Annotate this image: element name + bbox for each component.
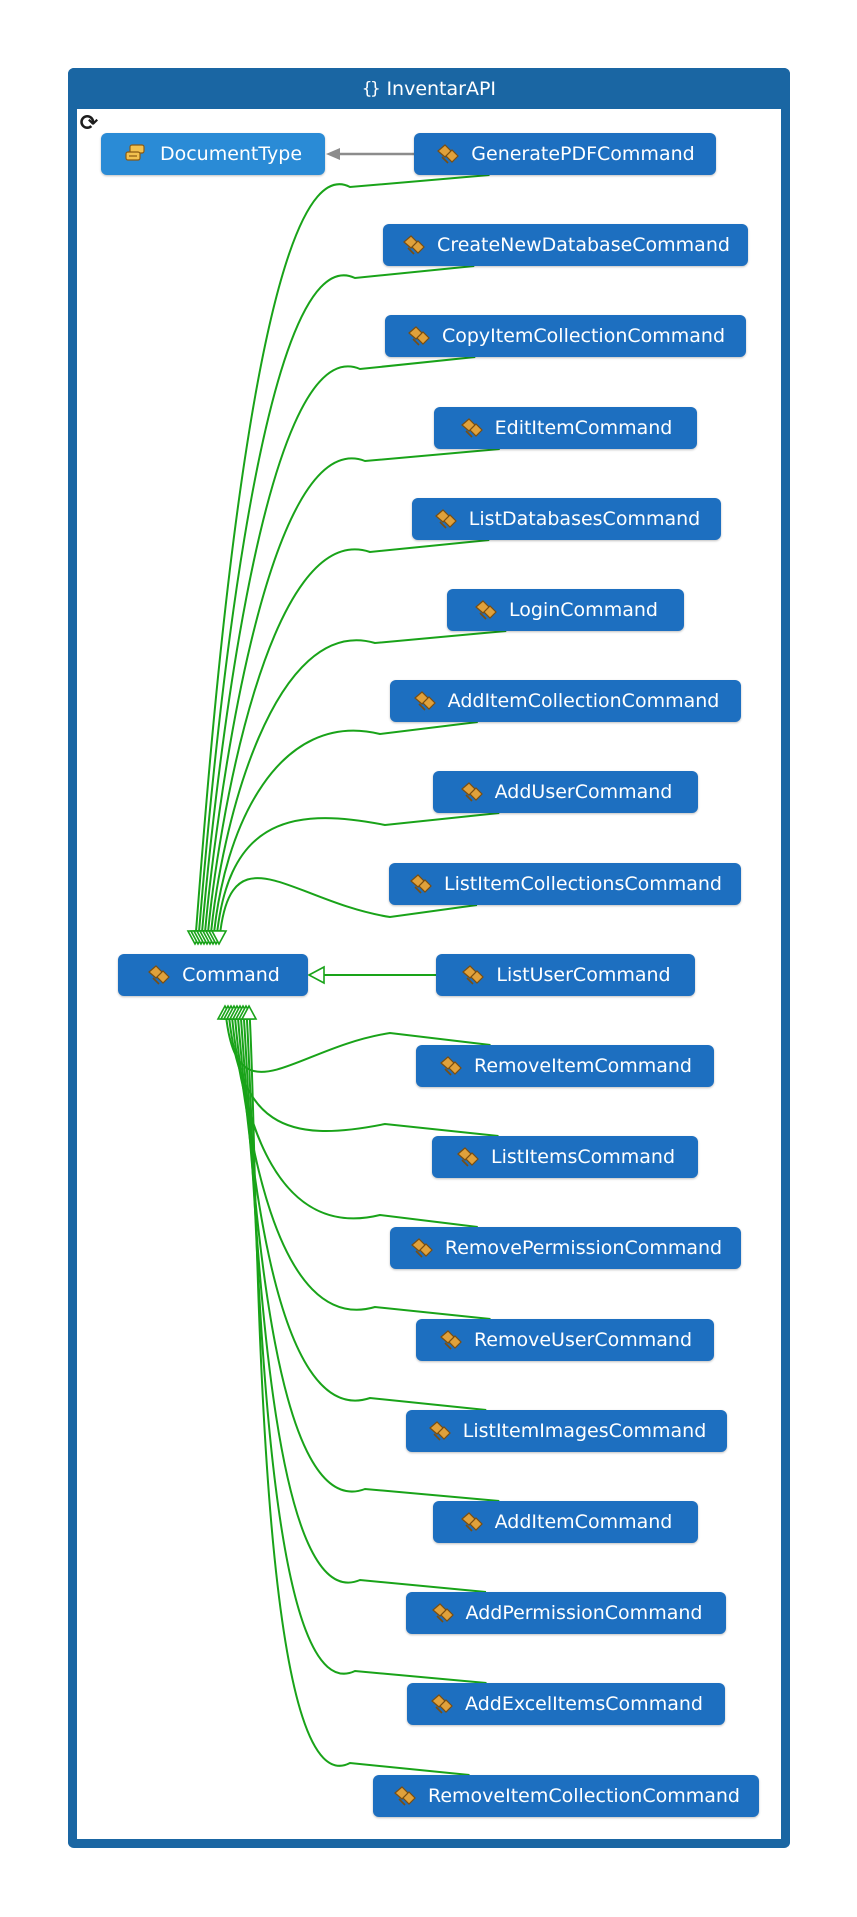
enum-icon — [125, 144, 145, 161]
inheritance-edge — [194, 174, 490, 945]
class-node-command-item[interactable]: ListDatabasesCommand — [412, 498, 721, 540]
class-node-label: RemoveUserCommand — [473, 1329, 693, 1351]
class-icon — [460, 418, 483, 438]
inheritance-edge — [209, 630, 507, 945]
class-node-label: CopyItemCollectionCommand — [441, 325, 726, 347]
inheritance-edge — [245, 1005, 487, 1684]
class-node-label: ListItemImagesCommand — [462, 1420, 707, 1442]
class-node-label: AddPermissionCommand — [465, 1602, 703, 1624]
class-node-command-item[interactable]: CreateNewDatabaseCommand — [383, 224, 748, 266]
class-node-label: EditItemCommand — [494, 417, 673, 439]
class-node-command-item[interactable]: AddUserCommand — [433, 771, 698, 813]
inheritance-edge — [230, 1005, 478, 1228]
namespace-title: InventarAPI — [386, 77, 497, 100]
class-node-command-item[interactable]: ListItemsCommand — [432, 1136, 698, 1178]
inheritance-edge — [203, 448, 500, 945]
class-icon — [428, 1421, 451, 1441]
inheritance-edge — [212, 721, 478, 945]
class-icon — [434, 509, 457, 529]
class-icon — [413, 691, 436, 711]
inheritance-edge — [215, 812, 500, 945]
class-node-label: ListItemsCommand — [490, 1146, 676, 1168]
inheritance-edge — [242, 1005, 487, 1593]
class-icon — [440, 1330, 462, 1350]
enum-node-documenttype[interactable]: DocumentType — [101, 133, 325, 175]
inheritance-arrowhead — [307, 965, 325, 985]
class-icon — [148, 965, 171, 985]
inheritance-edge — [206, 539, 490, 945]
class-node-label: AddItemCommand — [494, 1511, 673, 1533]
inheritance-edge — [200, 356, 476, 945]
class-icon — [410, 1238, 433, 1258]
class-node-label: ListItemCollectionsCommand — [444, 873, 722, 895]
class-node-command[interactable]: Command — [118, 954, 308, 996]
class-node-command-item[interactable]: RemoveItemCommand — [416, 1045, 714, 1087]
class-icon — [410, 874, 432, 894]
namespace-icon: {} — [361, 78, 381, 99]
class-node-command-item[interactable]: RemovePermissionCommand — [390, 1227, 741, 1269]
class-node-label: Command — [182, 964, 280, 986]
class-node-command-item[interactable]: LoginCommand — [447, 589, 684, 631]
inheritance-arrowhead — [210, 930, 228, 946]
class-node-label: GeneratePDFCommand — [471, 143, 695, 165]
class-icon — [431, 1694, 453, 1714]
class-node-command-item[interactable]: AddPermissionCommand — [406, 1592, 726, 1634]
class-node-label: LoginCommand — [509, 599, 658, 621]
class-node-command-item[interactable]: GeneratePDFCommand — [414, 133, 716, 175]
class-node-command-item[interactable]: EditItemCommand — [434, 407, 697, 449]
refresh-icon[interactable]: ⟳ — [79, 110, 99, 136]
class-icon — [460, 782, 483, 802]
inheritance-edge — [197, 265, 475, 945]
class-node-label: ListDatabasesCommand — [468, 508, 701, 530]
class-icon — [475, 600, 497, 620]
class-node-label: AddItemCollectionCommand — [447, 690, 720, 712]
class-icon — [437, 144, 460, 164]
class-node-command-item[interactable]: ListItemCollectionsCommand — [389, 863, 741, 905]
inheritance-edge — [218, 877, 478, 945]
class-node-label: AddUserCommand — [494, 781, 673, 803]
class-icon — [403, 235, 425, 255]
class-icon — [457, 1147, 479, 1167]
class-icon — [462, 965, 485, 985]
class-node-command-item[interactable]: ListUserCommand — [436, 954, 695, 996]
class-node-command-item[interactable]: RemoveUserCommand — [416, 1319, 714, 1361]
inheritance-edge — [239, 1005, 500, 1502]
class-icon — [440, 1056, 462, 1076]
class-node-command-item[interactable]: CopyItemCollectionCommand — [385, 315, 746, 357]
class-node-command-item[interactable]: AddItemCollectionCommand — [390, 680, 741, 722]
inheritance-edge — [233, 1005, 491, 1320]
class-node-label: AddExcelItemsCommand — [465, 1693, 703, 1715]
inheritance-edge — [248, 1005, 470, 1776]
namespace-header[interactable]: {} InventarAPI — [68, 68, 790, 109]
inheritance-edge — [227, 1005, 499, 1137]
class-node-label: RemoveItemCommand — [473, 1055, 692, 1077]
class-node-label: ListUserCommand — [496, 964, 671, 986]
class-node-label: RemoveItemCollectionCommand — [428, 1785, 740, 1807]
class-node-command-item[interactable]: ListItemImagesCommand — [406, 1410, 727, 1452]
class-node-label: RemovePermissionCommand — [444, 1237, 723, 1259]
class-icon — [408, 326, 430, 346]
class-node-command-item[interactable]: AddItemCommand — [433, 1501, 698, 1543]
class-node-command-item[interactable]: AddExcelItemsCommand — [407, 1683, 725, 1725]
class-icon — [460, 1512, 483, 1532]
class-node-command-item[interactable]: RemoveItemCollectionCommand — [373, 1775, 759, 1817]
class-node-label: CreateNewDatabaseCommand — [437, 234, 730, 256]
class-icon — [394, 1786, 416, 1806]
inheritance-edge — [224, 1005, 491, 1073]
inheritance-edge — [236, 1005, 487, 1411]
association-arrowhead — [326, 148, 340, 160]
enum-node-label: DocumentType — [159, 143, 303, 165]
class-icon — [431, 1603, 454, 1623]
inheritance-arrowhead — [240, 1004, 258, 1020]
